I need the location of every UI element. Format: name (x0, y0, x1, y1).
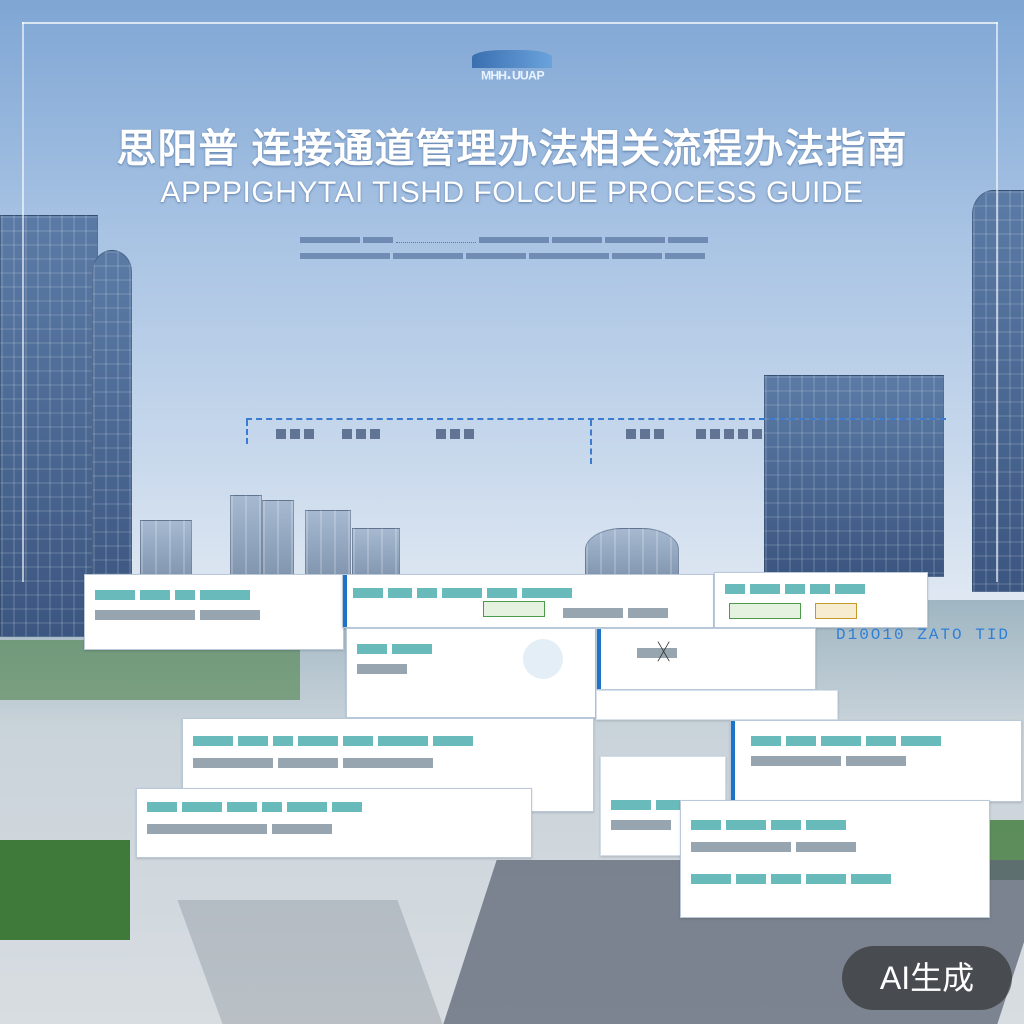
flow-bracket (246, 418, 946, 464)
process-card (136, 788, 532, 858)
left-tower (0, 215, 98, 637)
distant-building (585, 528, 679, 582)
page-title-en: APPPIGHYTAI TISHD FOLCUE PROCESS GUIDE (160, 176, 864, 209)
frame-left (22, 22, 24, 582)
process-card (596, 690, 838, 720)
process-card (342, 574, 714, 628)
logo-text: ᴹᴴᴴ·ᵁᵁᴬᴾ (481, 68, 545, 88)
frame-top (22, 22, 998, 24)
figure-icon: ᚷ (657, 639, 671, 664)
distant-building (262, 500, 294, 582)
distant-building (230, 495, 262, 582)
ai-generated-badge: AI生成 (842, 946, 1012, 1010)
subtitle-glyphs (300, 230, 724, 244)
right-tower (972, 190, 1024, 592)
distant-building (305, 510, 351, 582)
grass-field (0, 640, 300, 700)
process-card (714, 572, 928, 628)
process-card (680, 800, 990, 918)
frame-right (996, 22, 998, 582)
chart-thumbnail-icon (523, 639, 563, 679)
logo-mark-icon (472, 50, 552, 68)
page-title-cn: 思阳普 连接通道管理办法相关流程办法指南 (116, 127, 908, 171)
side-code-text: D10O10 ZATO TID (836, 626, 1011, 644)
distant-building (140, 520, 192, 582)
left-tower-round (92, 250, 132, 612)
distant-building (352, 528, 400, 582)
right-building (764, 375, 944, 577)
grass-field (0, 840, 130, 940)
subtitle-glyphs (300, 246, 724, 260)
process-card: ᚷ (596, 628, 816, 690)
road (177, 900, 443, 1024)
process-card (346, 628, 596, 718)
process-card (730, 720, 1022, 802)
logo: ᴹᴴᴴ·ᵁᵁᴬᴾ (458, 50, 568, 92)
process-card (84, 574, 344, 650)
